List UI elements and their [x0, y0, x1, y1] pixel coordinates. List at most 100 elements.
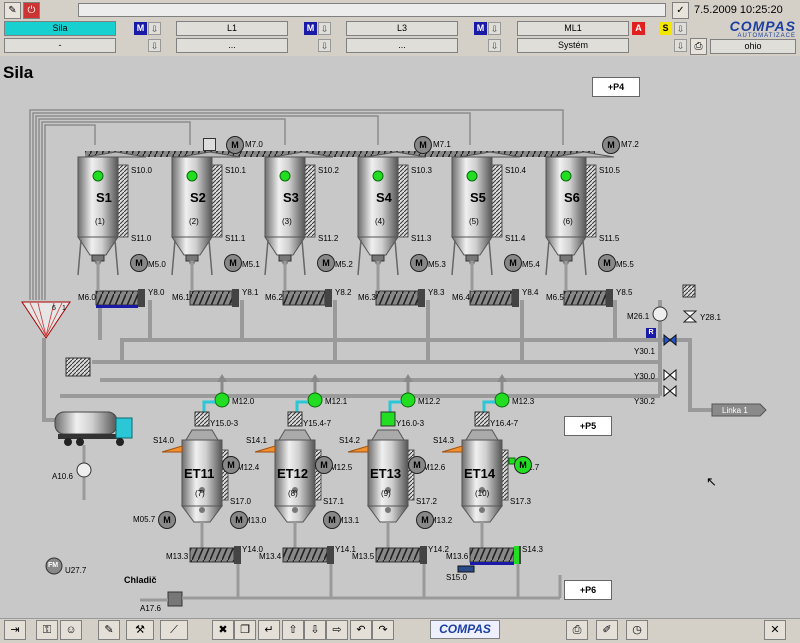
screw-conveyor[interactable] [282, 547, 328, 563]
silo-1[interactable] [77, 151, 147, 308]
screw-conveyor[interactable] [95, 290, 139, 306]
tank-et11[interactable] [161, 374, 241, 598]
tab-l1[interactable]: L1 [176, 21, 288, 36]
cancel-icon[interactable]: ✖ [212, 620, 234, 640]
valve-y302-icon[interactable] [663, 384, 677, 398]
screw-conveyor[interactable] [469, 547, 515, 563]
chladic-box[interactable] [167, 591, 183, 607]
m-badge[interactable]: M [304, 22, 317, 35]
screw-conveyor[interactable] [469, 290, 513, 306]
screw-conveyor[interactable] [563, 290, 607, 306]
back-icon[interactable]: ↵ [258, 620, 280, 640]
valve-y281-icon[interactable] [682, 310, 698, 323]
agitator-motor-icon[interactable]: M [315, 456, 333, 474]
motor-m70-icon[interactable]: M [226, 136, 244, 154]
motor-icon[interactable]: M [130, 254, 148, 272]
silo-6[interactable] [545, 151, 615, 307]
download-arrow-icon[interactable]: ⇩ [488, 39, 501, 52]
silo-3[interactable] [264, 151, 334, 307]
clock-icon[interactable]: ◷ [626, 620, 648, 640]
m-badge[interactable]: M [134, 22, 147, 35]
motor-icon[interactable]: M [323, 511, 341, 529]
filter-box[interactable] [65, 357, 91, 377]
trend-icon[interactable]: ⚒ [126, 620, 154, 640]
silo-4[interactable] [357, 151, 427, 307]
silo-5[interactable] [451, 151, 521, 307]
tank-et12[interactable] [254, 374, 334, 598]
exit-icon[interactable]: ⏻ [23, 2, 40, 19]
download-arrow-icon[interactable]: ⇩ [488, 22, 501, 35]
screw-conveyor[interactable] [375, 290, 419, 306]
fan-icon[interactable] [214, 392, 230, 408]
screw-conveyor[interactable] [189, 290, 233, 306]
valve-y300-icon[interactable] [663, 368, 677, 382]
motor-icon[interactable]: M [416, 511, 434, 529]
download-arrow-icon[interactable]: ⇩ [318, 39, 331, 52]
pump-m261-icon[interactable] [652, 306, 668, 322]
motor-icon[interactable]: M [504, 254, 522, 272]
up-icon[interactable]: ⇧ [282, 620, 304, 640]
notes-edit-icon[interactable]: ✎ [98, 620, 120, 640]
silo-2[interactable] [171, 151, 241, 307]
screw-conveyor[interactable] [282, 290, 326, 306]
download-arrow-icon[interactable]: ⇩ [674, 39, 687, 52]
row2-cell-3[interactable]: ... [346, 38, 458, 53]
user-icon[interactable]: ☺ [60, 620, 82, 640]
edit-icon[interactable]: ✐ [596, 620, 618, 640]
redo-icon[interactable]: ↷ [372, 620, 394, 640]
agitator-motor-icon[interactable]: M [514, 456, 532, 474]
panel-p6-button[interactable]: +P6 [564, 580, 612, 600]
tank-et14[interactable] [441, 374, 521, 598]
alarm-s-badge[interactable]: S [659, 22, 672, 35]
alarm-a-badge[interactable]: A [632, 22, 645, 35]
download-arrow-icon[interactable]: ⇩ [148, 22, 161, 35]
panel-p5-button[interactable]: +P5 [564, 416, 612, 436]
undo-icon[interactable]: ↶ [350, 620, 372, 640]
row2-cell-2[interactable]: ... [176, 38, 288, 53]
motor-icon[interactable]: M [317, 254, 335, 272]
download-arrow-icon[interactable]: ⇩ [674, 22, 687, 35]
tank-agitator-label: M12.4 [237, 463, 260, 472]
windows-icon[interactable]: ❐ [234, 620, 256, 640]
pump-a106-icon[interactable] [76, 462, 92, 478]
print-icon[interactable]: ⎙ [566, 620, 588, 640]
tab-ml1[interactable]: ML1 [517, 21, 629, 36]
down-icon[interactable]: ⇩ [304, 620, 326, 640]
row2-cell-system[interactable]: Systém [517, 38, 629, 53]
silo-name: S5 [470, 190, 486, 205]
download-arrow-icon[interactable]: ⇩ [148, 39, 161, 52]
download-arrow-icon[interactable]: ⇩ [318, 22, 331, 35]
motor-m72-icon[interactable]: M [602, 136, 620, 154]
fan-icon[interactable] [307, 392, 323, 408]
login-icon[interactable]: ⇥ [4, 620, 26, 640]
tanker-truck[interactable] [54, 411, 133, 446]
agitator-motor-icon[interactable]: M [222, 456, 240, 474]
close-icon[interactable]: ✕ [764, 620, 786, 640]
fm-meter-icon[interactable] [45, 557, 63, 575]
tab-l3[interactable]: L3 [346, 21, 458, 36]
agitator-motor-icon[interactable]: M [408, 456, 426, 474]
valve-y301-icon[interactable] [663, 333, 677, 347]
linka-arrow[interactable] [711, 403, 767, 417]
fan-icon[interactable] [494, 392, 510, 408]
motor-icon[interactable]: M [224, 254, 242, 272]
motor-icon[interactable]: M [410, 254, 428, 272]
m-badge[interactable]: M [474, 22, 487, 35]
notes-icon[interactable]: ✎ [4, 2, 21, 19]
motor-m71-icon[interactable]: M [414, 136, 432, 154]
check-icon[interactable]: ✓ [672, 2, 689, 19]
motor-icon[interactable]: M [230, 511, 248, 529]
panel-p4-button[interactable]: +P4 [592, 77, 640, 97]
screw-conveyor[interactable] [189, 547, 235, 563]
tab-sila[interactable]: Sila [4, 21, 116, 36]
row2-cell-1[interactable]: - [4, 38, 116, 53]
key-icon[interactable]: ⚿ [36, 620, 58, 640]
motor-m057-icon[interactable]: M [158, 511, 176, 529]
tank-et13[interactable] [347, 374, 427, 598]
fan-icon[interactable] [400, 392, 416, 408]
forward-icon[interactable]: ⇨ [326, 620, 348, 640]
motor-icon[interactable]: M [598, 254, 616, 272]
printer-icon[interactable]: ⎙ [690, 38, 707, 55]
screw-conveyor[interactable] [375, 547, 421, 563]
chart-icon[interactable]: ⟋ [160, 620, 188, 640]
